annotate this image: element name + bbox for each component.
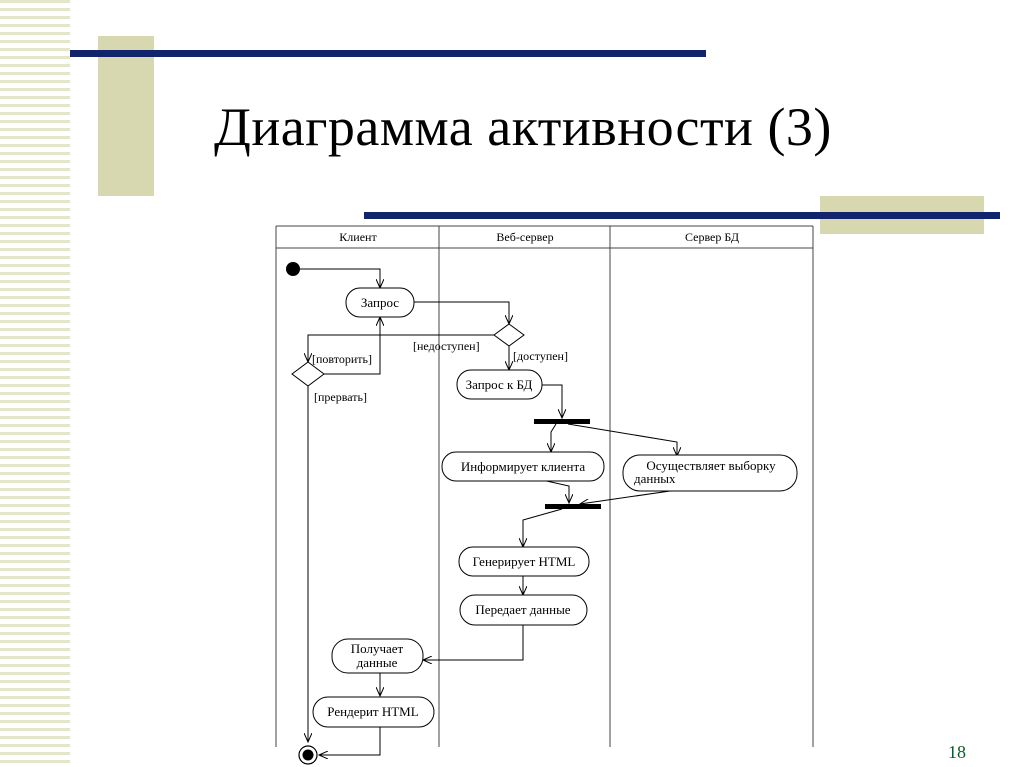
action-render-html: Рендерит HTML — [312, 696, 435, 728]
activity-diagram: Клиент Веб-сервер Сервер БД — [275, 225, 814, 765]
action-send-data: Передает данные — [459, 594, 588, 626]
action-db-select-label-line1: Осуществляет выборку — [646, 458, 776, 473]
action-send-data-label: Передает данные — [475, 602, 570, 617]
decor-block-left — [98, 36, 154, 196]
lane-header-web-server: Веб-сервер — [496, 230, 553, 244]
guard-unavailable: [недоступен] — [413, 339, 480, 353]
guard-abort: [прервать] — [314, 390, 367, 404]
guard-retry: [повторить] — [312, 352, 372, 366]
final-node — [298, 745, 318, 765]
action-request-label: Запрос — [361, 295, 399, 310]
action-receive-data-label-line2: данные — [357, 655, 398, 670]
fork-bar — [534, 419, 590, 424]
action-db-select: Осуществляет выборку данных — [622, 454, 798, 492]
lane-header-db-server: Сервер БД — [685, 230, 739, 244]
decor-bar-top — [70, 50, 706, 57]
action-db-request: Запрос к БД — [456, 369, 543, 400]
action-inform-client: Информирует клиента — [441, 451, 605, 482]
action-request: Запрос — [345, 287, 415, 318]
action-render-html-label: Рендерит HTML — [327, 704, 418, 719]
action-inform-client-label: Информирует клиента — [461, 459, 585, 474]
lane-header-client: Клиент — [339, 230, 377, 244]
connectors — [299, 268, 677, 755]
action-receive-data-label-line1: Получает — [351, 641, 404, 656]
decision-node-availability — [493, 323, 525, 347]
swimlane-frame — [275, 225, 814, 747]
action-db-select-label-line2: данных — [634, 471, 676, 486]
decision-node-retry — [291, 361, 325, 387]
decor-bar-middle — [364, 212, 1000, 219]
action-receive-data: Получает данные — [331, 638, 424, 674]
guard-available: [доступен] — [513, 349, 568, 363]
join-bar — [545, 504, 601, 509]
action-generate-html: Генерирует HTML — [458, 546, 590, 577]
initial-node — [286, 262, 300, 276]
action-generate-html-label: Генерирует HTML — [473, 554, 576, 569]
action-db-request-label: Запрос к БД — [466, 377, 533, 392]
decorative-stripes — [0, 0, 70, 767]
slide-title: Диаграмма активности (3) — [214, 97, 832, 157]
page-number: 18 — [948, 742, 966, 762]
